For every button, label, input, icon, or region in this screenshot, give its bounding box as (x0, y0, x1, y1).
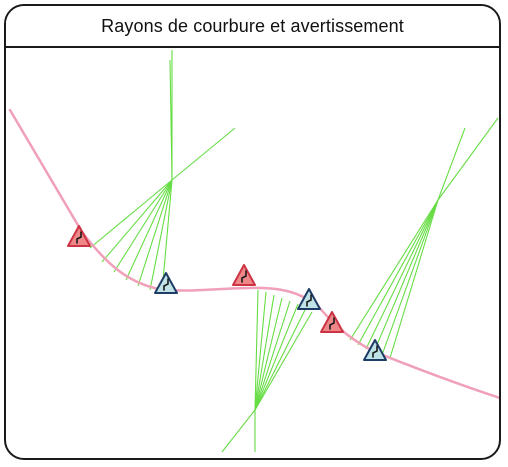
title-bar: Rayons de courbure et avertissement (6, 6, 499, 48)
radius-line (373, 199, 439, 353)
radius-line (254, 297, 283, 411)
road-centerline (8, 108, 499, 402)
radius-line (381, 199, 439, 356)
radius-line (254, 311, 313, 411)
curve-triangle-icon (363, 339, 387, 361)
curve-glyph (372, 345, 378, 358)
radius-line (254, 307, 307, 411)
warning-triangle-icon (320, 311, 344, 333)
curve-glyph (241, 270, 247, 283)
radius-line (357, 199, 439, 346)
warning-triangle-icon (232, 264, 256, 286)
radius-line (254, 289, 259, 411)
radius-line (137, 179, 173, 287)
radius-line (149, 179, 173, 291)
curve-triangle-icon (154, 272, 178, 294)
radius-line (254, 303, 299, 411)
radius-line (161, 179, 173, 293)
curve-triangle-icon (297, 288, 321, 310)
radius-line (125, 179, 173, 281)
radius-line (169, 59, 173, 181)
radius-line (365, 199, 439, 350)
radius-line (254, 291, 267, 411)
radius-line (89, 179, 173, 249)
radius-line (349, 199, 439, 341)
radius-line (221, 409, 256, 453)
radius-line (101, 179, 173, 263)
radius-line (437, 117, 499, 201)
road-signs (67, 225, 387, 361)
radius-line (437, 127, 466, 201)
warning-triangle-icon (67, 225, 91, 247)
curve-glyph (76, 231, 82, 244)
curve-glyph (306, 294, 312, 307)
radius-line (254, 300, 291, 411)
curve-glyph (329, 317, 335, 330)
curvature-radius-lines (89, 50, 499, 453)
radius-line (389, 199, 439, 359)
curve-glyph (163, 278, 169, 291)
radius-line (254, 294, 275, 411)
radius-line (171, 127, 236, 181)
radius-line (113, 179, 173, 273)
diagram-title: Rayons de courbure et avertissement (101, 15, 404, 36)
